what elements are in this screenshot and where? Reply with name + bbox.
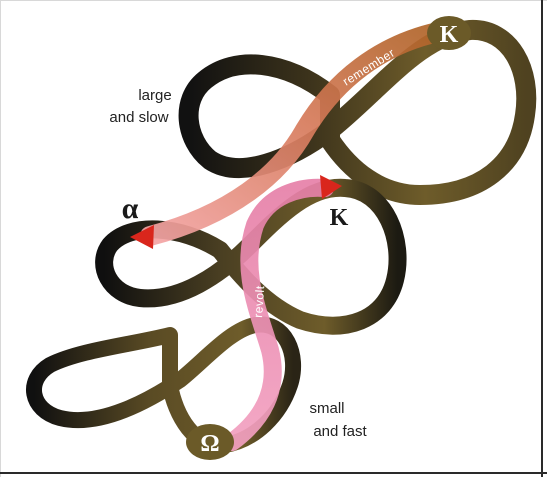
- k-lower-letter: K: [330, 205, 349, 231]
- k-upper-letter: K: [440, 22, 459, 48]
- omega-badge: Ω: [186, 424, 234, 460]
- remember-ribbon: [140, 22, 448, 246]
- large-loop-ribbon: [178, 20, 537, 205]
- revolt-arrowhead: [320, 175, 342, 199]
- large-slow-loop: [178, 20, 537, 205]
- frame-border-bottom: [0, 472, 547, 474]
- frame-border-top: [0, 0, 547, 1]
- revolt-connection: revolt: [223, 175, 342, 451]
- revolt-ribbon: [223, 178, 334, 451]
- small-fast-label-line1: small: [309, 400, 344, 417]
- remember-arrowhead: [130, 225, 154, 249]
- mid-loop: [95, 178, 407, 335]
- alpha-letter: α: [122, 192, 139, 225]
- revolt-label: revolt: [251, 285, 267, 318]
- large-slow-label-line2: and slow: [109, 109, 168, 126]
- mid-loop-ribbon: [95, 178, 407, 335]
- frame-border-right: [541, 0, 543, 477]
- large-slow-label-line1: large: [138, 87, 171, 104]
- k-upper-badge: K: [427, 16, 471, 50]
- small-fast-label-line2: and fast: [313, 423, 367, 440]
- omega-letter: Ω: [200, 431, 219, 457]
- frame-border-left: [0, 0, 1, 477]
